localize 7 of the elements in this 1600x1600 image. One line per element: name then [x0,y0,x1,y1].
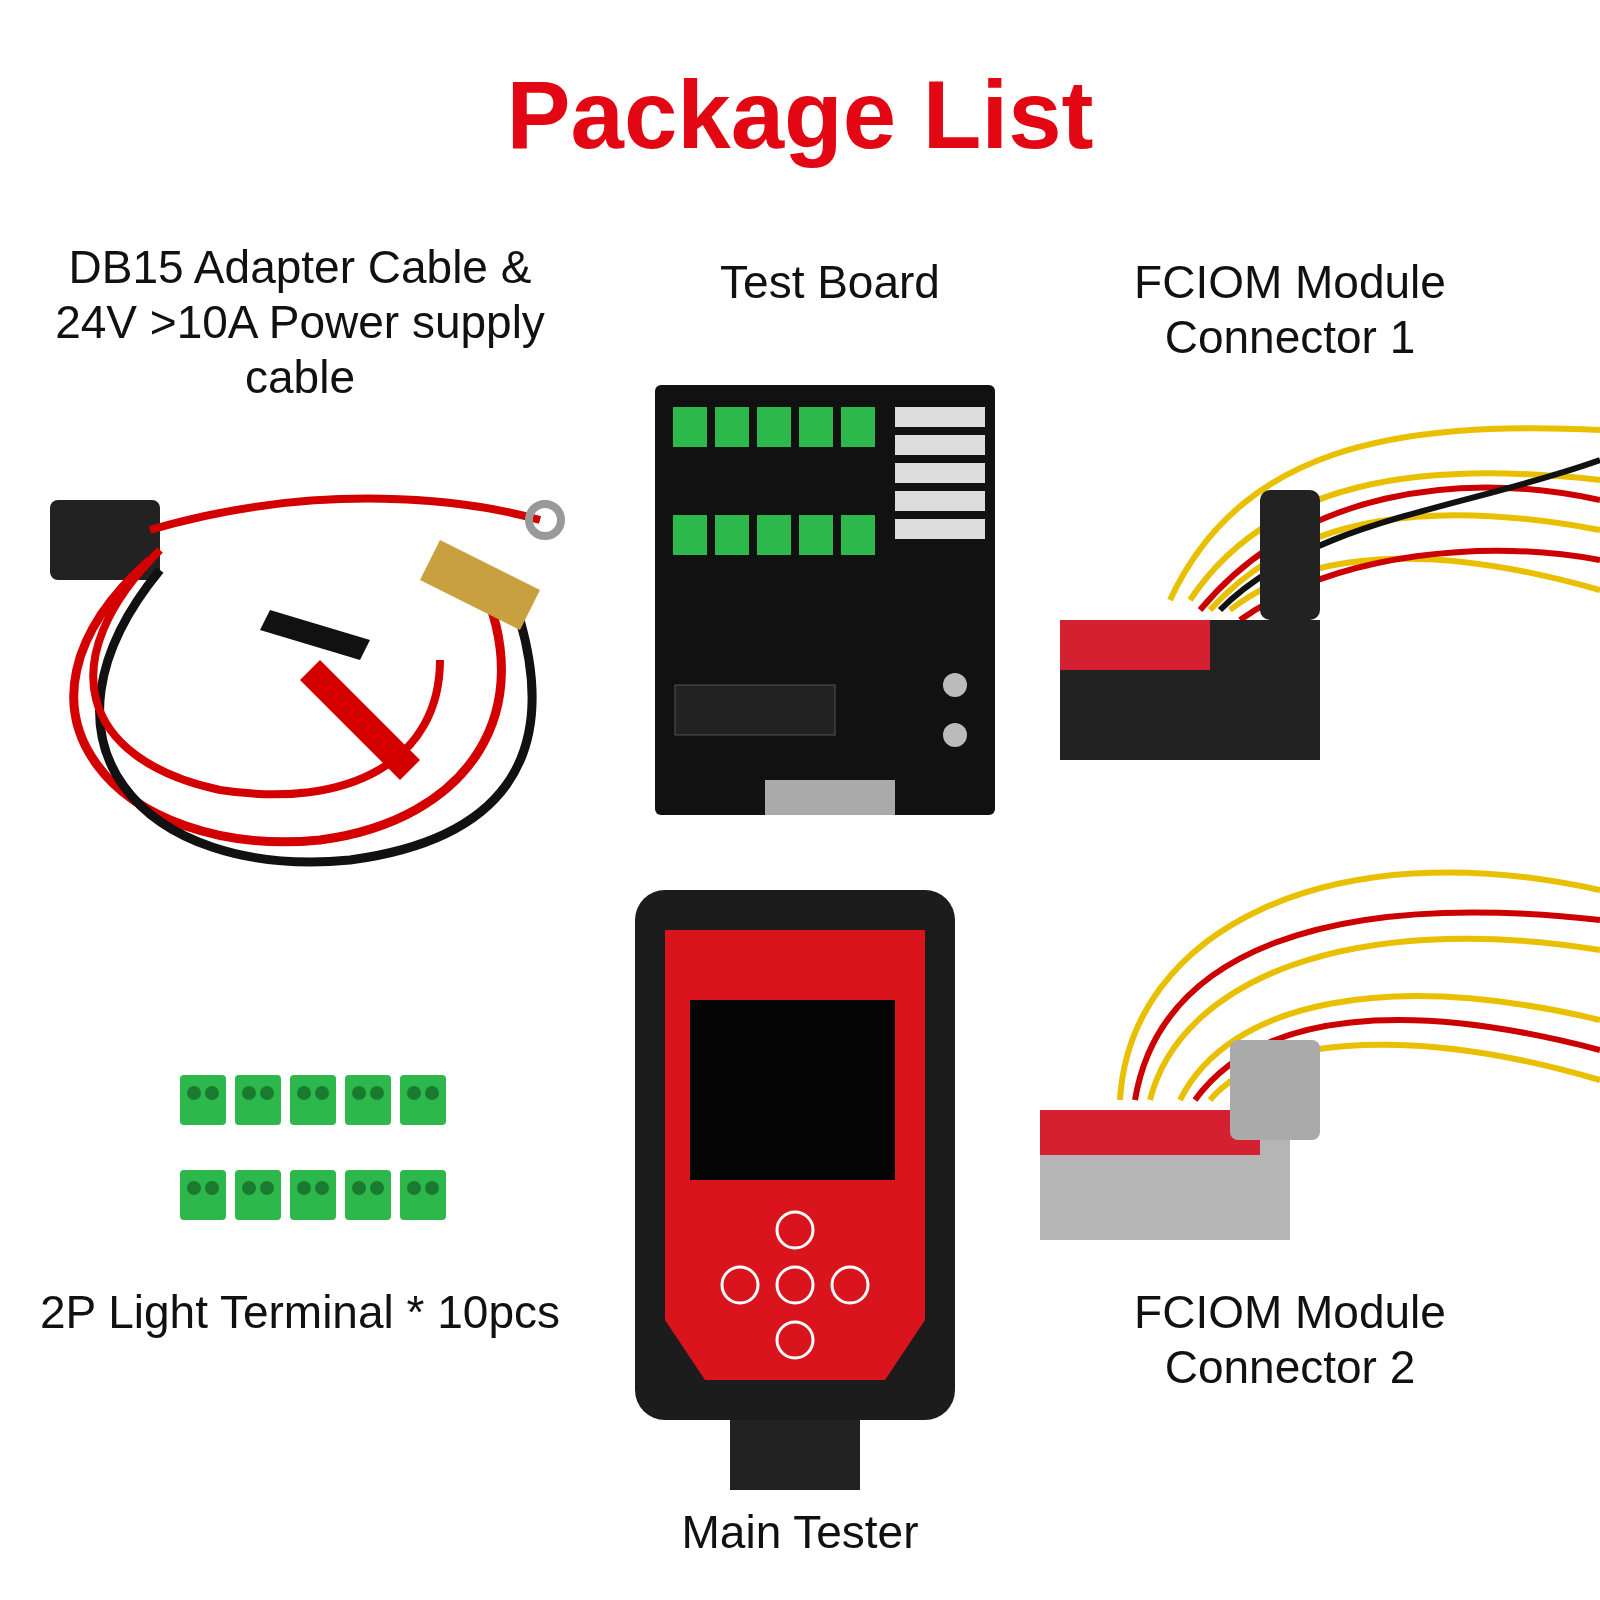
item-caption: FCIOM Module Connector 2 [1133,1285,1447,1396]
item-caption: FCIOM Module Connector 1 [1133,255,1447,366]
item-caption: 2P Light Terminal * 10pcs [39,1285,561,1340]
page-title: Package List [505,60,1095,170]
item-caption: Test Board [719,255,941,310]
item-caption: Main Tester [680,1505,920,1560]
item-caption: DB15 Adapter Cable & 24V >10A Power supply cable [54,240,546,406]
